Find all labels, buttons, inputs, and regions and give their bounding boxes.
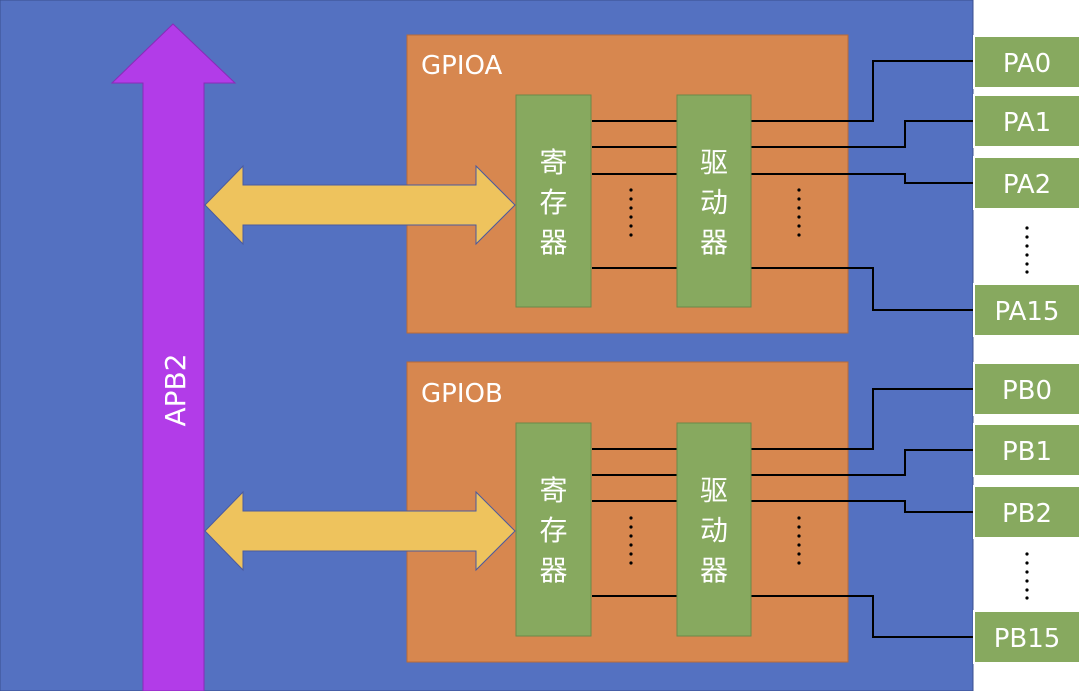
gpioa-register-char-1: 寄: [539, 146, 567, 179]
wire-pb1: [751, 449, 974, 476]
gpioa-pin-ellipsis: [797, 188, 801, 237]
gpioa-title: GPIOA: [421, 51, 503, 81]
pin-pb2: [973, 485, 1080, 539]
gpiob-register-char-2: 存: [539, 514, 567, 547]
pa-pins-ellipsis: [1025, 226, 1029, 274]
gpiob-register-block: [515, 422, 592, 637]
pin-pa15-label: PA15: [995, 297, 1060, 327]
gpiob-register-driver-wires: [592, 448, 677, 597]
wire-pa2: [751, 173, 974, 184]
gpiob-driver-char-3: 器: [700, 554, 728, 587]
gpiob-register-char-1: 寄: [539, 474, 567, 507]
pin-pb0-label: PB0: [1002, 376, 1052, 406]
wire-pa15: [751, 267, 974, 311]
pin-pa1: [973, 94, 1080, 148]
gpiob-double-arrow-icon: [204, 490, 516, 572]
gpioa-driver-char-1: 驱: [700, 146, 728, 179]
pin-pb15: [973, 610, 1080, 664]
pin-pa15: [973, 283, 1080, 337]
gpioa-driver-pin-wires: [751, 60, 974, 311]
gpioa-driver-char-3: 器: [700, 226, 728, 259]
wire-pa1: [751, 120, 974, 148]
gpiob-wire-ellipsis: [629, 516, 633, 565]
wire-pb0: [751, 388, 974, 450]
gpioa-driver-block: [676, 94, 752, 308]
pin-pb2-label: PB2: [1002, 499, 1052, 529]
wire-pa0: [751, 60, 974, 122]
gpiob-box: [406, 361, 849, 663]
wire-pb2: [751, 500, 974, 513]
gpiob-driver-pin-wires: [751, 388, 974, 638]
gpiob-register-char-3: 器: [539, 554, 567, 587]
wire-pb15: [751, 595, 974, 638]
gpioa-register-driver-wires: [592, 120, 677, 269]
pin-pb15-label: PB15: [994, 624, 1061, 654]
pin-pa1-label: PA1: [1003, 108, 1051, 138]
pin-pa0: [973, 35, 1080, 89]
pin-pb0: [973, 362, 1080, 416]
gpiob-driver-block: [676, 422, 752, 637]
gpioa-register-block: [515, 94, 592, 308]
gpiob-driver-char-2: 动: [700, 514, 728, 547]
gpioa-driver-char-2: 动: [700, 186, 728, 219]
gpiob-title: GPIOB: [421, 379, 503, 409]
gpioa-double-arrow-icon: [204, 164, 516, 246]
gpiob-pin-ellipsis: [797, 516, 801, 565]
gpioa-register-char-2: 存: [539, 186, 567, 219]
pin-pb1: [973, 423, 1080, 477]
pin-pb1-label: PB1: [1002, 437, 1052, 467]
apb2-bus-label: APB2: [159, 353, 192, 426]
gpioa-wire-ellipsis: [629, 188, 633, 237]
pin-pa0-label: PA0: [1003, 49, 1051, 79]
gpioa-register-char-3: 器: [539, 226, 567, 259]
apb2-bus-arrow-icon: [110, 23, 237, 691]
pin-pa2-label: PA2: [1003, 170, 1051, 200]
gpiob-driver-char-1: 驱: [700, 474, 728, 507]
pin-pa2: [973, 156, 1080, 210]
pb-pins-ellipsis: [1025, 552, 1029, 600]
